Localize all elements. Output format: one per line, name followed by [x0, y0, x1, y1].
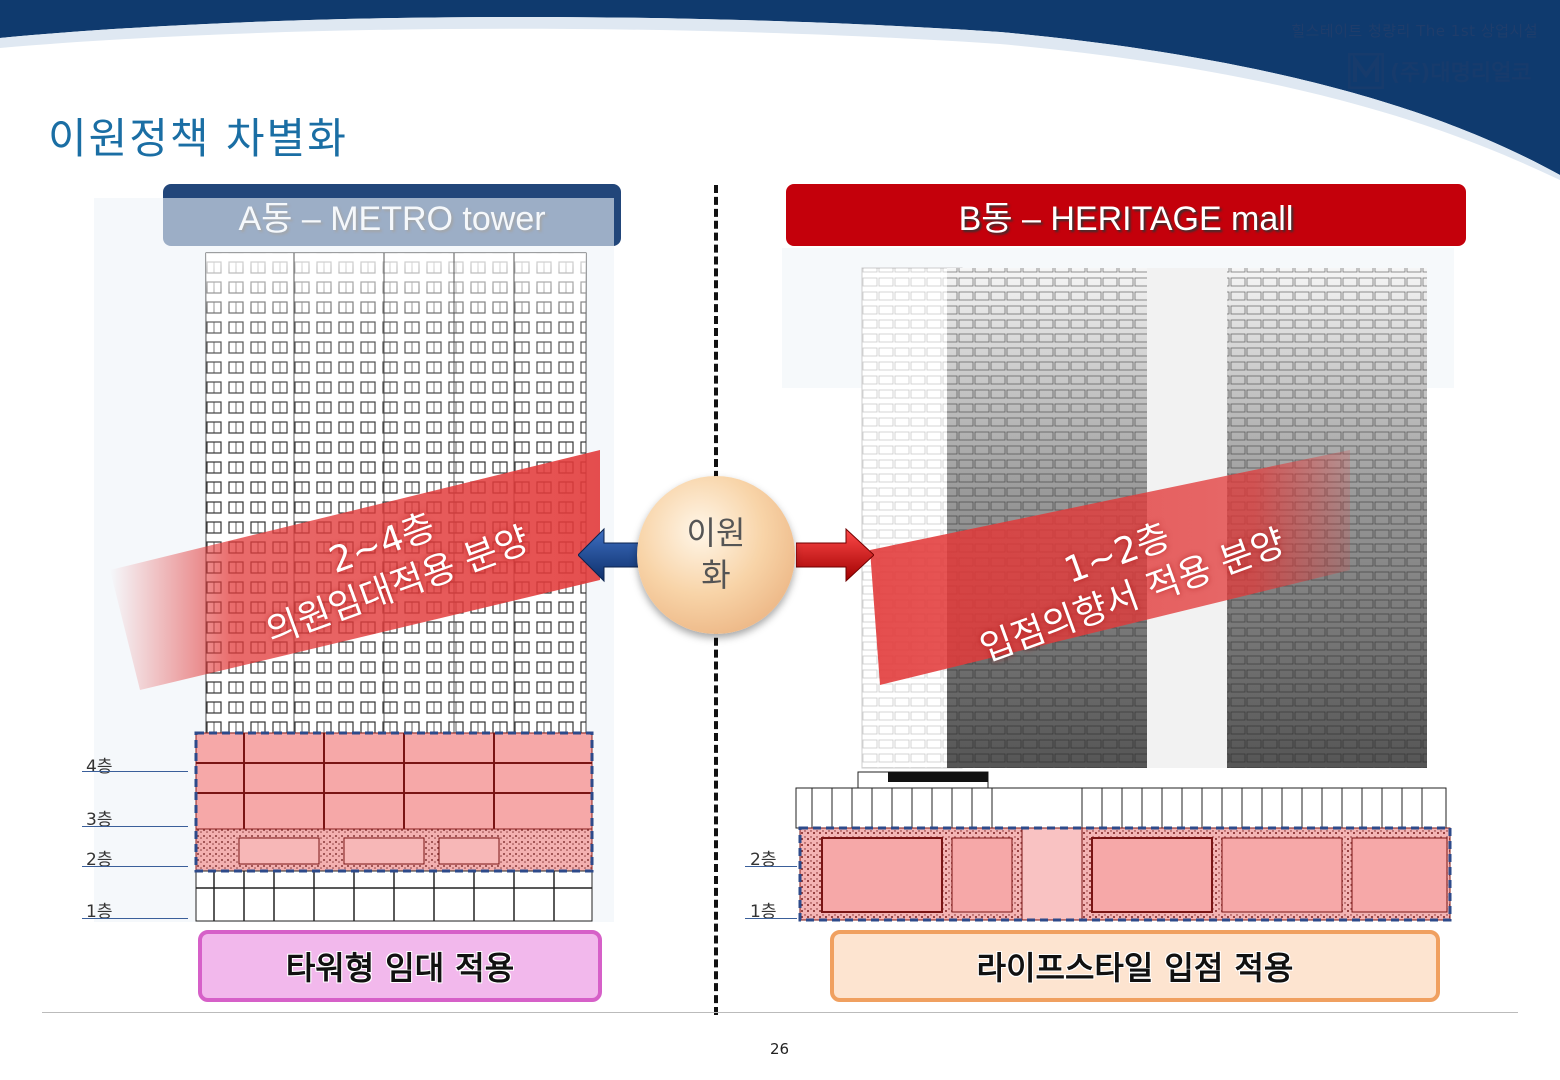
arrow-right-icon: [796, 527, 874, 583]
logo-text: (주)대명리얼코: [1390, 61, 1532, 86]
floor-label-b-2f: 2층: [750, 850, 777, 870]
panel-b-header: B동 – HERITAGE mall: [786, 184, 1466, 246]
band-a-shape: [110, 450, 600, 690]
floor-line-b-2f: [745, 866, 797, 867]
arrow-left-icon: [578, 527, 640, 583]
band-b-shape: [870, 450, 1350, 685]
floor-line-1f: [82, 918, 188, 919]
floor-line-3f: [82, 826, 188, 827]
center-line1: 이원: [686, 514, 746, 553]
page-title: 이원정책 차별화: [48, 114, 348, 163]
floor-label-2f: 2층: [86, 850, 113, 870]
panel-a-bottom-label: 타워형 임대 적용: [198, 930, 602, 1002]
logo-icon: [1348, 53, 1384, 89]
floor-line-2f: [82, 866, 188, 867]
floor-label-b-1f: 1층: [750, 902, 777, 922]
company-logo: (주)대명리얼코: [1348, 48, 1538, 94]
floor-label-3f: 3층: [86, 810, 113, 830]
footer-divider: [42, 1012, 1518, 1013]
floor-label-4f: 4층: [86, 757, 113, 777]
floor-line-b-1f: [745, 918, 797, 919]
page-number: 26: [770, 1040, 790, 1058]
header-wave: [0, 0, 1560, 180]
floor-line-4f: [82, 771, 188, 772]
panel-b-bottom-label: 라이프스타일 입점 적용: [830, 930, 1440, 1002]
center-circle: 이원 화: [637, 476, 795, 634]
document-title: 힐스테이트 청량리 The 1st 상업시설: [1291, 22, 1538, 40]
floor-label-1f: 1층: [86, 902, 113, 922]
center-line2: 화: [701, 556, 731, 594]
